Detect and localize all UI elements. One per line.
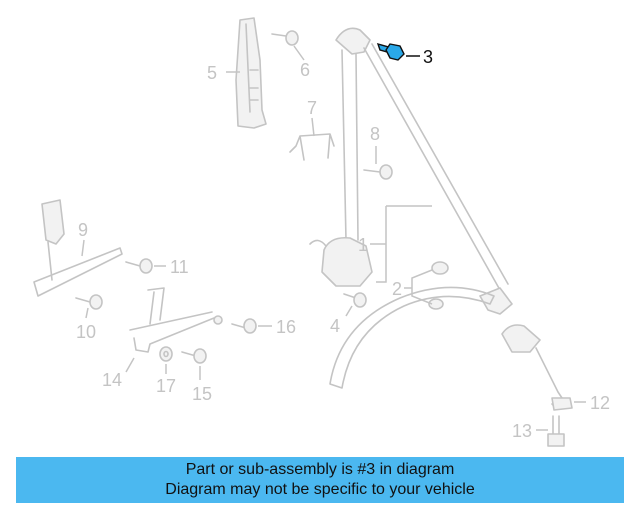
part-5-height-adjuster[interactable] [235, 17, 267, 129]
part-10-bolt[interactable] [75, 294, 103, 310]
banner-part-line: Part or sub-assembly is #3 in diagram [185, 461, 455, 478]
part-12-anchor-plate[interactable] [551, 397, 573, 411]
callout-1: 1 [358, 235, 368, 255]
part-7-clip[interactable] [289, 133, 335, 161]
callout-2: 2 [392, 279, 402, 299]
callout-6: 6 [300, 60, 310, 80]
callout-7: 7 [307, 98, 317, 118]
leader-2 [411, 269, 433, 305]
part-13-anchor-bolt[interactable] [547, 415, 565, 447]
callout-15: 15 [192, 384, 212, 404]
part-14-bracket[interactable] [129, 287, 223, 353]
callout-8: 8 [370, 124, 380, 144]
leader-1 [376, 205, 432, 283]
part-15-bolt[interactable] [181, 348, 207, 364]
part-6-bolt[interactable] [271, 30, 299, 46]
info-banner: Part or sub-assembly is #3 in diagram Di… [16, 457, 624, 503]
part-1-seat-belt-assembly[interactable] [309, 27, 567, 409]
callout-17: 17 [156, 376, 176, 396]
callout-14: 14 [102, 370, 122, 390]
part-4-bolt[interactable] [343, 292, 367, 308]
part-16-bolt[interactable] [231, 318, 257, 334]
callout-9: 9 [78, 220, 88, 240]
leader-10 [85, 307, 89, 319]
part-8-bolt[interactable] [363, 164, 393, 180]
callout-13: 13 [512, 421, 532, 441]
callout-16: 16 [276, 317, 296, 337]
part-3-bolt[interactable] [376, 42, 405, 61]
leader-4 [345, 305, 353, 317]
part-11-bolt[interactable] [125, 258, 153, 274]
callout-12: 12 [590, 393, 610, 413]
callout-4: 4 [330, 316, 340, 336]
banner-disclaimer-line: Diagram may not be specific to your vehi… [165, 481, 475, 498]
leader-14 [125, 357, 135, 373]
callout-11: 11 [170, 257, 189, 277]
callout-10: 10 [76, 322, 96, 342]
part-9-buckle[interactable] [33, 199, 123, 297]
leader-7 [311, 117, 315, 137]
leader-6 [293, 45, 305, 61]
callout-5: 5 [207, 63, 217, 83]
callout-3: 3 [423, 47, 433, 67]
leader-9 [81, 239, 85, 257]
part-2-guide-cover[interactable] [329, 261, 495, 389]
part-17-washer[interactable] [159, 346, 173, 362]
